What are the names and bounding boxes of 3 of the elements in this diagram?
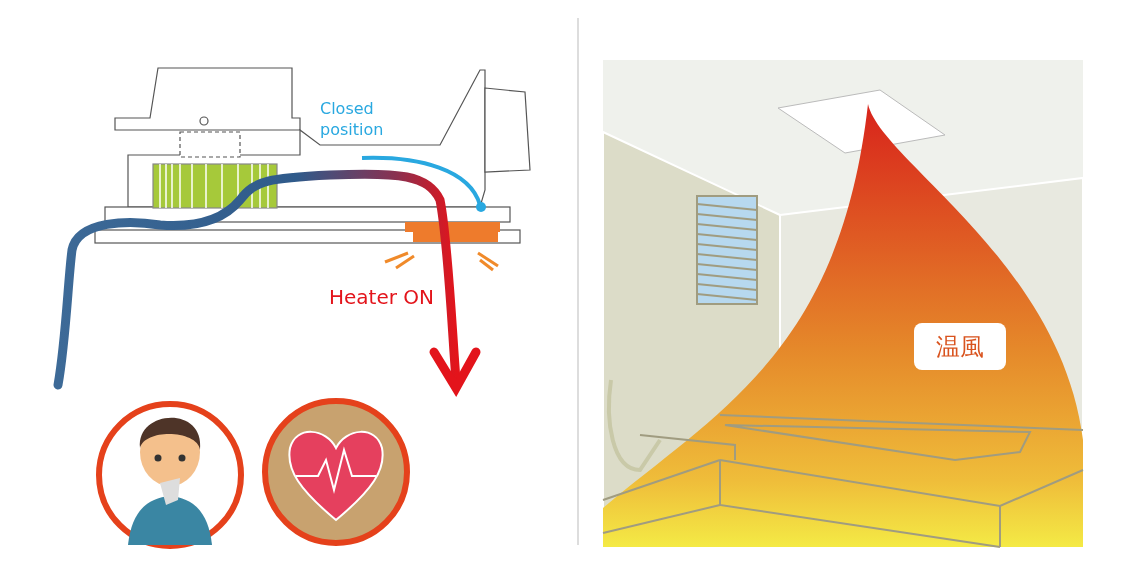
callout-text: Heater ON xyxy=(329,284,436,310)
callout-text: Closed position xyxy=(320,99,385,141)
text-box: 温風 xyxy=(914,323,1006,370)
